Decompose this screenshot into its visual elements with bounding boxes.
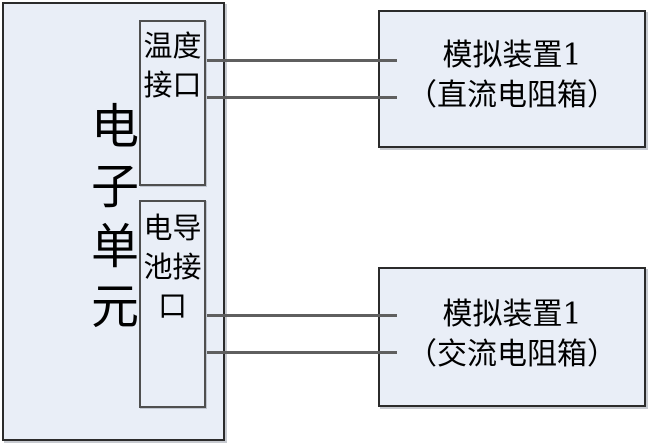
electronic-unit-box: 电子单元 温度接口 电导池接口: [2, 2, 225, 441]
connector-cond-to-ac-line-2: [207, 351, 397, 354]
simulator-dc-subtitle: （直流电阻箱）: [407, 78, 617, 113]
conductivity-cell-interface-box: 电导池接口: [139, 200, 206, 408]
connector-temp-to-dc-line-1: [207, 59, 397, 62]
simulator-dc-box: 模拟装置1 （直流电阻箱）: [378, 10, 646, 148]
simulator-ac-box: 模拟装置1 （交流电阻箱）: [378, 267, 646, 407]
conductivity-cell-interface-label: 电导池接口: [143, 211, 202, 323]
connector-temp-to-dc-line-2: [207, 96, 397, 99]
electronic-unit-label: 电子单元: [90, 99, 139, 335]
connector-cond-to-ac-line-1: [207, 314, 397, 317]
simulator-dc-title: 模拟装置1: [442, 38, 582, 73]
temperature-interface-box: 温度接口: [139, 20, 206, 186]
simulator-ac-subtitle: （交流电阻箱）: [407, 337, 617, 372]
simulator-ac-title: 模拟装置1: [442, 297, 582, 332]
temperature-interface-label: 温度接口: [143, 29, 202, 102]
